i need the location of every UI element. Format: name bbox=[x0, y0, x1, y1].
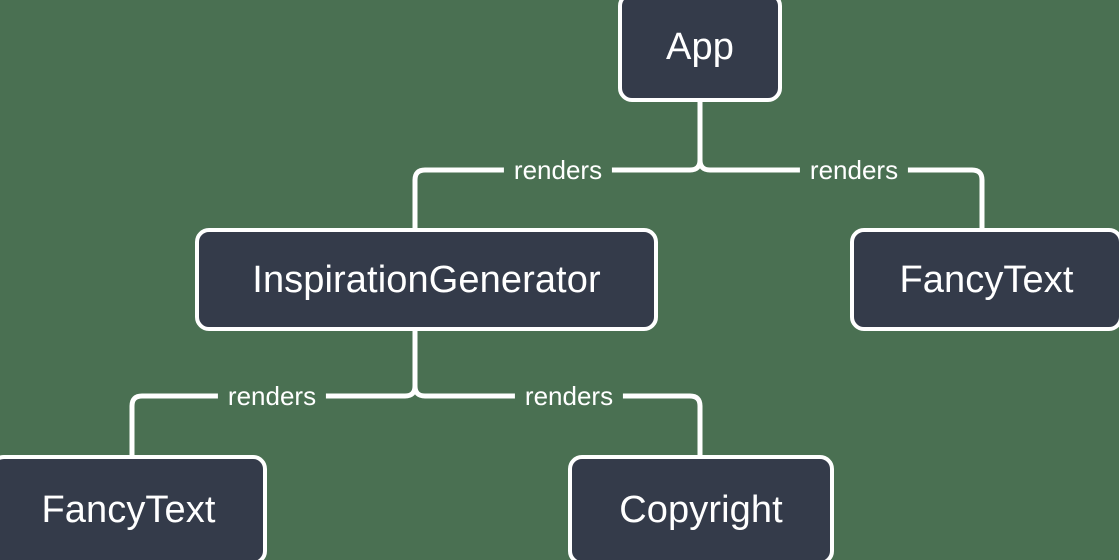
edge-label-app-to-fancytext: renders bbox=[799, 157, 909, 183]
node-fancytext-left-label: FancyText bbox=[41, 489, 216, 531]
node-app[interactable]: App bbox=[618, 0, 782, 102]
edge-bus-upper-right bbox=[710, 167, 985, 228]
edge-label-inspirationgenerator-to-copyright: renders bbox=[514, 383, 624, 409]
node-copyright[interactable]: Copyright bbox=[568, 455, 834, 560]
edge-label-inspirationgenerator-to-fancytext: renders bbox=[217, 383, 327, 409]
node-fancytext-left[interactable]: FancyText bbox=[0, 455, 267, 560]
node-inspirationgenerator-label: InspirationGenerator bbox=[252, 258, 601, 301]
edge-app-stem-mirror bbox=[697, 159, 711, 173]
node-fancytext-right-label: FancyText bbox=[899, 258, 1074, 301]
edge-bus-lower-right bbox=[425, 393, 703, 455]
edge-bus-upper-left bbox=[412, 167, 690, 228]
edge-app-stem bbox=[689, 102, 703, 173]
node-copyright-label: Copyright bbox=[619, 489, 783, 531]
node-fancytext-right[interactable]: FancyText bbox=[850, 228, 1119, 331]
edge-bus-lower-left bbox=[129, 393, 405, 455]
node-inspirationgenerator[interactable]: InspirationGenerator bbox=[195, 228, 658, 331]
node-app-label: App bbox=[666, 26, 734, 68]
edge-label-app-to-inspirationgenerator: renders bbox=[503, 157, 613, 183]
edge-inspiration-stem-mirror bbox=[412, 385, 426, 399]
